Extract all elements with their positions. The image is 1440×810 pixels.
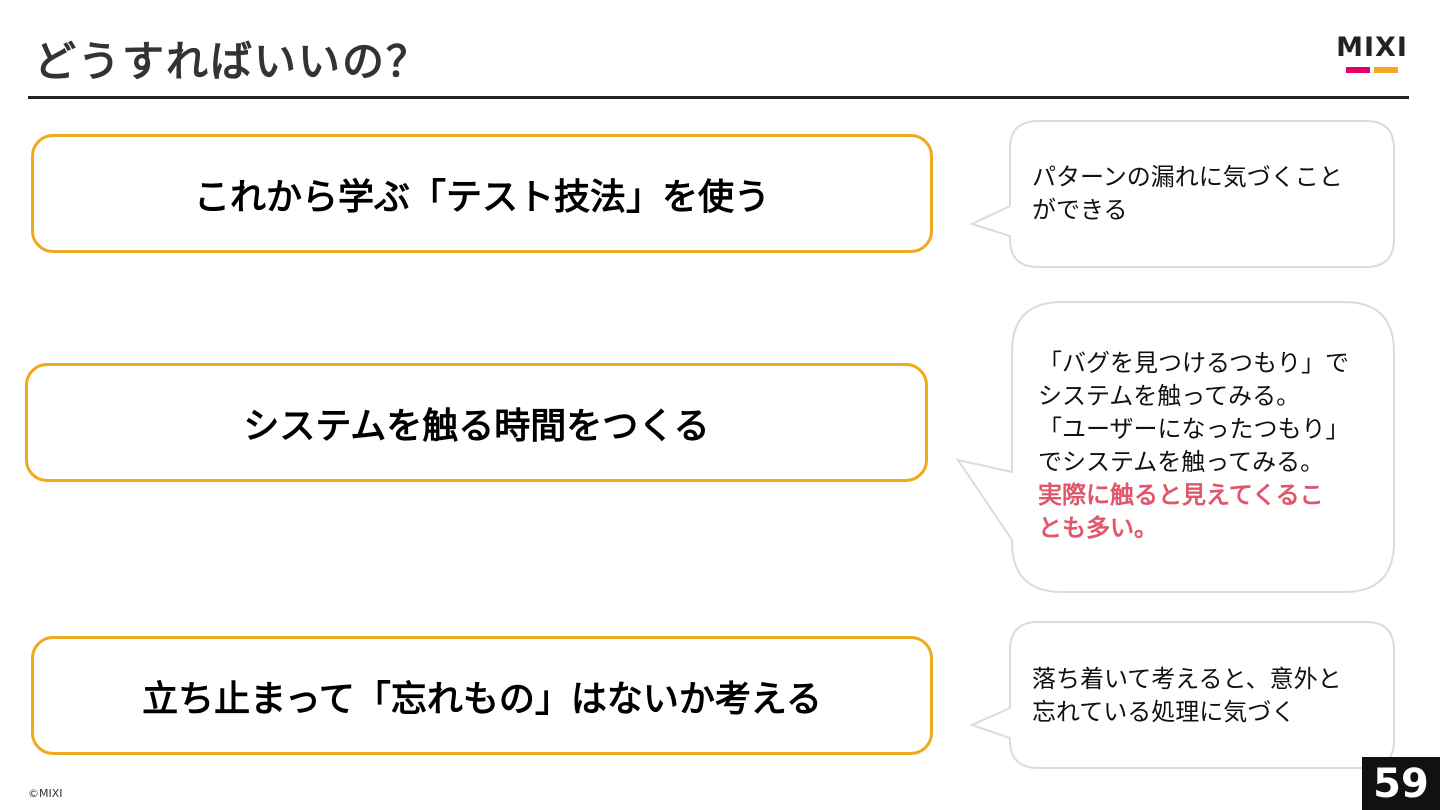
bubble-2-highlight-2: とも多い。 — [1038, 514, 1158, 542]
bubble-1-line-1: パターンの漏れに気づくこと — [1032, 163, 1343, 191]
point-box-3: 立ち止まって「忘れもの」はないか考える — [31, 636, 933, 755]
bubble-3-line-1: 落ち着いて考えると、意外と — [1032, 665, 1342, 693]
page-number: 59 — [1362, 757, 1440, 810]
logo-wordmark: MIXI — [1336, 32, 1408, 63]
bubble-1-line-2: ができる — [1032, 196, 1128, 224]
bubble-3-line-2: 忘れている処理に気づく — [1032, 698, 1296, 726]
logo-bar-orange — [1374, 67, 1398, 73]
bubble-text-2: 「バグを見つけるつもり」で システムを触ってみる。 「ユーザーになったつもり」 … — [1038, 347, 1358, 545]
speech-bubble-2 — [955, 301, 1395, 593]
bubble-2-line-3: 「ユーザーになったつもり」 — [1038, 415, 1350, 443]
point-box-2: システムを触る時間をつくる — [25, 363, 928, 482]
point-label-2: システムを触る時間をつくる — [243, 405, 710, 447]
point-box-1: これから学ぶ「テスト技法」を使う — [31, 134, 933, 253]
bubble-2-line-4: でシステムを触ってみる。 — [1038, 448, 1325, 476]
slide-title: どうすればいいの？ — [34, 37, 431, 86]
title-divider — [28, 96, 1409, 99]
copyright: ©MIXI — [28, 787, 63, 800]
speech-bubble-1 — [969, 120, 1395, 268]
mixi-logo: MIXI — [1332, 34, 1412, 76]
bubble-2-line-2: システムを触ってみる。 — [1038, 382, 1301, 410]
point-label-3: 立ち止まって「忘れもの」はないか考える — [142, 678, 822, 720]
bubble-2-highlight-1: 実際に触ると見えてくるこ — [1038, 481, 1324, 509]
bubble-text-1: パターンの漏れに気づくこと ができる — [1032, 161, 1372, 227]
bubble-text-3: 落ち着いて考えると、意外と 忘れている処理に気づく — [1032, 663, 1377, 729]
point-label-1: これから学ぶ「テスト技法」を使う — [193, 176, 770, 218]
speech-bubble-3 — [969, 621, 1395, 769]
logo-bar-pink — [1346, 67, 1370, 73]
bubble-2-line-1: 「バグを見つけるつもり」で — [1038, 349, 1350, 377]
